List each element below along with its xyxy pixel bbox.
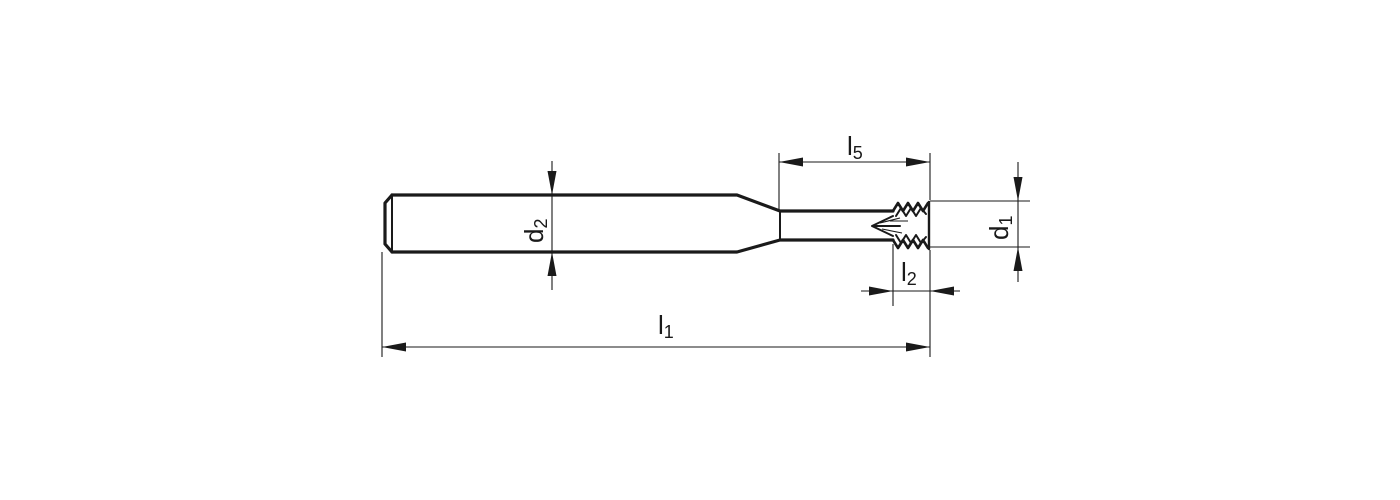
flute-cut	[871, 215, 901, 237]
l5-arrow-right	[906, 157, 930, 167]
shank-outline	[383, 193, 895, 254]
d2-arrow-bottom	[547, 252, 557, 276]
l5-arrow-left	[779, 157, 803, 167]
l1-label-main: l	[658, 310, 664, 340]
tool-body	[383, 193, 895, 254]
dimension-l1: l1	[381, 252, 931, 357]
l2-label-main: l	[901, 257, 907, 287]
l2-label: l2	[901, 257, 917, 289]
dimension-d2: d2	[519, 161, 557, 290]
thread-inner-top	[895, 207, 927, 217]
d1-label-sub: 1	[996, 216, 1016, 226]
l1-label-sub: 1	[664, 322, 674, 342]
d1-label: d1	[984, 216, 1016, 240]
dimension-d1: d1	[930, 162, 1030, 282]
d1-label-main: d	[984, 226, 1014, 240]
l5-label: l5	[847, 131, 863, 163]
dimension-l2: l2	[861, 244, 960, 306]
l1-arrow-right	[906, 342, 930, 352]
d2-label: d2	[519, 219, 551, 243]
d1-arrow-bottom	[1013, 247, 1023, 271]
l2-arrow-right	[930, 286, 954, 296]
d2-arrow-top	[547, 171, 557, 195]
thread-cutter-head	[871, 200, 931, 251]
thread-inner-bottom	[895, 234, 927, 244]
l5-label-main: l	[847, 131, 853, 161]
l1-arrow-left	[382, 342, 406, 352]
d2-label-sub: 2	[531, 219, 551, 229]
l2-label-sub: 2	[907, 269, 917, 289]
d2-label-main: d	[519, 229, 549, 243]
flute-detail	[879, 217, 908, 234]
dimension-l5: l5	[778, 131, 931, 210]
l1-label: l1	[658, 310, 674, 342]
d1-arrow-top	[1013, 177, 1023, 201]
l2-arrow-left	[869, 286, 893, 296]
l5-label-sub: 5	[853, 143, 863, 163]
